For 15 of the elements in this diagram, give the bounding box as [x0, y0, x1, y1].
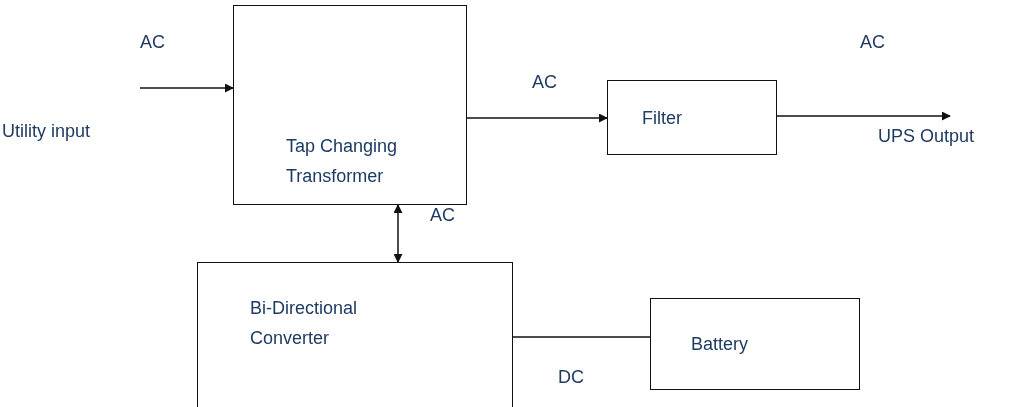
block-box	[607, 80, 777, 155]
block-label: Filter	[642, 106, 682, 130]
arrow	[139, 83, 234, 93]
block-box	[197, 262, 513, 407]
block-label: Tap Changing Transformer	[286, 135, 399, 188]
io-label: UPS Output	[878, 125, 975, 148]
block-label: Battery	[691, 333, 749, 356]
block-box	[233, 5, 467, 205]
block-box	[650, 298, 860, 390]
io-label: Utility input	[2, 120, 91, 143]
arrow	[466, 113, 608, 123]
arrow	[393, 204, 403, 263]
block-label: Bi-Directional Converter	[250, 297, 359, 350]
arrow	[776, 111, 951, 121]
connector-line	[512, 336, 651, 338]
